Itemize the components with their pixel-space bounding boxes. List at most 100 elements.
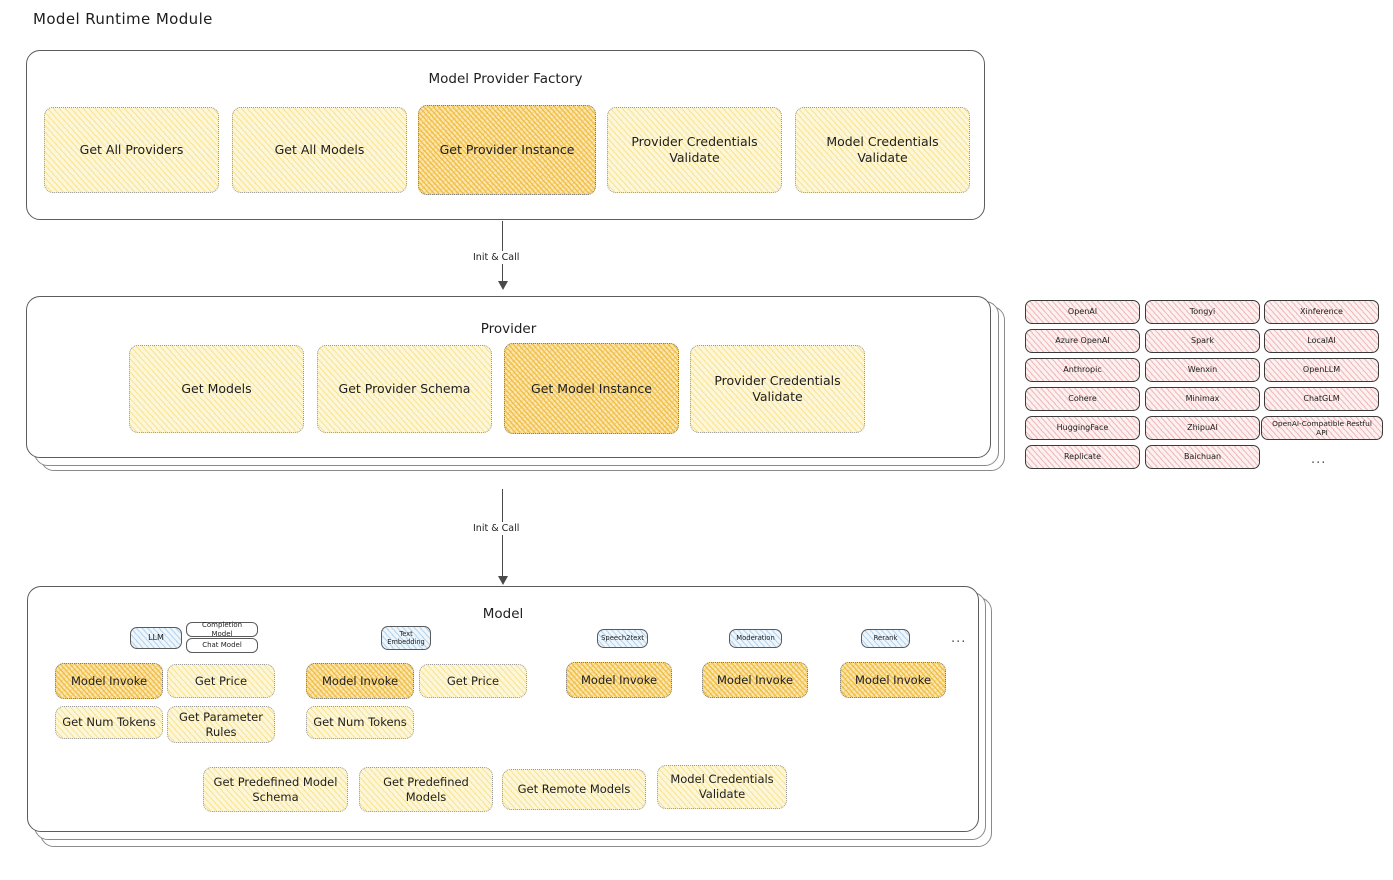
node-label: Get Num Tokens (313, 715, 407, 730)
provider-chip-zhipuai[interactable]: ZhipuAI (1145, 416, 1260, 440)
llm-method-model-invoke[interactable]: Model Invoke (55, 663, 163, 699)
model-type-badge-text-embedding[interactable]: Text Embedding (381, 626, 431, 650)
model-title: Model (482, 606, 524, 622)
badge-label: LLM (148, 632, 164, 642)
arrow-provider-to-model-head (498, 576, 508, 585)
provider-chip-wenxin[interactable]: Wenxin (1145, 358, 1260, 382)
node-label: Get All Models (274, 142, 365, 157)
provider-chip-tongyi[interactable]: Tongyi (1145, 300, 1260, 324)
provider-node-provider-credentials-validate[interactable]: Provider Credentials Validate (690, 345, 865, 433)
chip-label: OpenLLM (1302, 364, 1341, 374)
model-type-badge-speech2text[interactable]: Speech2text (597, 629, 648, 648)
node-label: Get Remote Models (517, 782, 631, 797)
page-title: Model Runtime Module (33, 10, 213, 28)
badge-label: Text Embedding (387, 629, 425, 646)
provider-node-get-models[interactable]: Get Models (129, 345, 304, 433)
llm-method-get-price[interactable]: Get Price (167, 664, 275, 698)
node-label: Get Provider Instance (439, 142, 575, 157)
model-provider-factory-title: Model Provider Factory (428, 71, 583, 87)
chip-label: OpenAI (1067, 306, 1098, 316)
provider-chip-openai-compatible-restful-api[interactable]: OpenAI-Compatible Restful API (1261, 416, 1383, 440)
arrow-provider-to-model-label: Init & Call (469, 522, 524, 535)
provider-chip-openllm[interactable]: OpenLLM (1264, 358, 1379, 382)
provider-chip-chatglm[interactable]: ChatGLM (1264, 387, 1379, 411)
subchip-label: Completion Model (201, 620, 243, 638)
factory-node-get-all-models[interactable]: Get All Models (232, 107, 407, 193)
chip-label: Spark (1191, 335, 1214, 345)
badge-label: Rerank (873, 634, 898, 643)
node-label: Model Invoke (70, 673, 148, 688)
model-shared-get-remote-models[interactable]: Get Remote Models (502, 769, 646, 810)
chip-label: Azure OpenAI (1055, 335, 1110, 345)
model-types-ellipsis: ... (951, 631, 967, 646)
text-embedding-method-get-num-tokens[interactable]: Get Num Tokens (306, 706, 414, 739)
provider-chip-openai[interactable]: OpenAI (1025, 300, 1140, 324)
chip-label: Wenxin (1187, 364, 1218, 374)
provider-chip-replicate[interactable]: Replicate (1025, 445, 1140, 469)
node-label: Model Credentials Validate (670, 772, 774, 801)
node-label: Get Parameter Rules (179, 709, 263, 739)
model-subchip-chat-model[interactable]: Chat Model (186, 638, 258, 653)
llm-method-get-num-tokens[interactable]: Get Num Tokens (55, 706, 163, 739)
llm-method-get-parameter-rules[interactable]: Get Parameter Rules (167, 706, 275, 743)
moderation-method-model-invoke[interactable]: Model Invoke (702, 662, 808, 698)
provider-node-get-model-instance[interactable]: Get Model Instance (504, 343, 679, 434)
chip-label: Minimax (1185, 393, 1220, 403)
arrow-factory-to-provider-head (498, 281, 508, 290)
node-label: Provider Credentials Validate (714, 373, 841, 404)
node-label: Get All Providers (79, 142, 184, 157)
chip-label: HuggingFace (1056, 422, 1109, 432)
factory-node-model-credentials-validate[interactable]: Model Credentials Validate (795, 107, 970, 193)
chip-label: LocalAI (1307, 335, 1336, 345)
text-embedding-method-model-invoke[interactable]: Model Invoke (306, 663, 414, 699)
model-shared-model-credentials-validate[interactable]: Model Credentials Validate (657, 765, 787, 809)
chip-label: ChatGLM (1303, 393, 1340, 403)
arrow-factory-to-provider-label: Init & Call (469, 251, 524, 264)
node-label: Get Model Instance (531, 380, 652, 396)
factory-node-get-provider-instance[interactable]: Get Provider Instance (418, 105, 596, 195)
badge-label: Moderation (736, 634, 775, 643)
rerank-method-model-invoke[interactable]: Model Invoke (840, 662, 946, 698)
provider-chip-baichuan[interactable]: Baichuan (1145, 445, 1260, 469)
chip-label: Tongyi (1189, 306, 1216, 316)
node-label: Provider Credentials Validate (631, 134, 758, 165)
model-type-badge-rerank[interactable]: Rerank (861, 629, 910, 648)
provider-chip-azure-openai[interactable]: Azure OpenAI (1025, 329, 1140, 353)
chip-label: Xinference (1300, 306, 1343, 316)
chip-label: ZhipuAI (1187, 422, 1218, 432)
provider-chip-huggingface[interactable]: HuggingFace (1025, 416, 1140, 440)
provider-title: Provider (480, 321, 537, 337)
factory-node-get-all-providers[interactable]: Get All Providers (44, 107, 219, 193)
text-embedding-method-get-price[interactable]: Get Price (419, 664, 527, 698)
node-label: Get Predefined Model Schema (213, 774, 338, 804)
provider-chip-anthropic[interactable]: Anthropic (1025, 358, 1140, 382)
provider-chip-localai[interactable]: LocalAI (1264, 329, 1379, 353)
node-label: Get Price (194, 673, 248, 688)
model-subchip-completion-model[interactable]: Completion Model (186, 620, 258, 638)
node-label: Get Provider Schema (338, 381, 471, 396)
provider-chip-xinference[interactable]: Xinference (1264, 300, 1379, 324)
chip-label: Baichuan (1183, 451, 1222, 461)
badge-label: Speech2text (601, 634, 644, 643)
node-label: Model Invoke (716, 672, 794, 687)
provider-chip-minimax[interactable]: Minimax (1145, 387, 1260, 411)
provider-node-get-provider-schema[interactable]: Get Provider Schema (317, 345, 492, 433)
node-label: Model Credentials Validate (826, 134, 939, 165)
node-label: Get Models (181, 381, 252, 396)
chip-label: Cohere (1068, 393, 1097, 403)
model-shared-get-predefined-model-schema[interactable]: Get Predefined Model Schema (203, 767, 348, 812)
chip-label: Replicate (1063, 451, 1101, 461)
chip-label: OpenAI-Compatible Restful API (1272, 418, 1372, 437)
factory-node-provider-credentials-validate[interactable]: Provider Credentials Validate (607, 107, 782, 193)
provider-list-ellipsis: ... (1311, 452, 1327, 467)
speech2text-method-model-invoke[interactable]: Model Invoke (566, 662, 672, 698)
node-label: Get Price (446, 673, 500, 688)
provider-chip-cohere[interactable]: Cohere (1025, 387, 1140, 411)
model-type-badge-moderation[interactable]: Moderation (729, 629, 782, 648)
provider-chip-spark[interactable]: Spark (1145, 329, 1260, 353)
model-shared-get-predefined-models[interactable]: Get Predefined Models (359, 767, 493, 812)
node-label: Get Num Tokens (62, 715, 156, 730)
subchip-label: Chat Model (202, 641, 242, 650)
model-type-badge-llm[interactable]: LLM (130, 627, 182, 649)
